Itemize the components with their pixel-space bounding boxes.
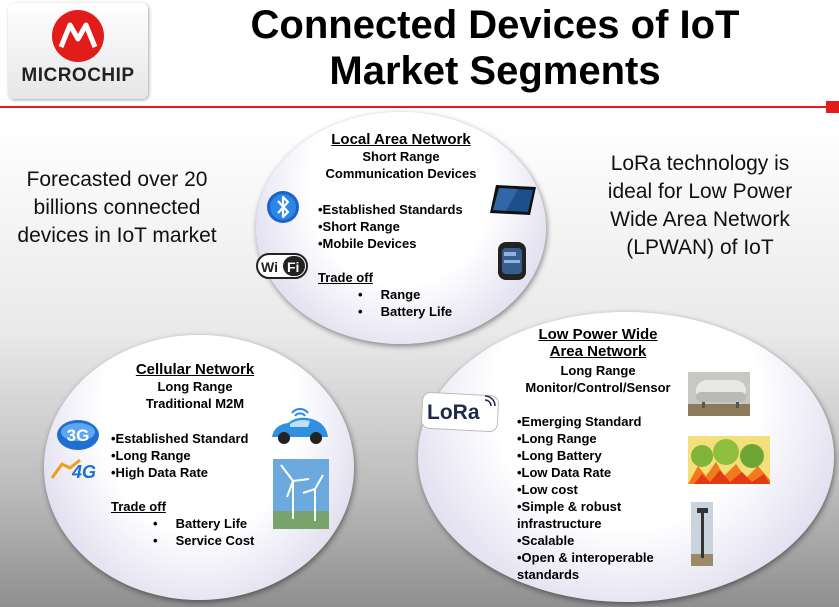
lpwan-sub2: Monitor/Control/Sensor [525,380,671,395]
forecast-line-1: Forecasted over 20 [26,168,208,191]
list-item: •Mobile Devices [318,236,417,251]
list-item: standards [517,567,580,582]
list-item: • Battery Life [358,304,453,319]
title-line-1: Connected Devices of IoT [250,3,740,47]
list-item: •Low cost [517,482,578,497]
lan-tradeoff-label: Trade off [318,270,373,285]
list-item: •Emerging Standard [517,414,642,429]
list-item: •High Data Rate [111,465,209,480]
wifi-icon: Wi Fi [256,253,308,279]
4g-label: 4G [71,462,96,482]
lpwan-header: Low Power Wide Area Network [508,326,688,360]
cellular-tradeoff: Trade off • Battery Life • Service Cost [111,498,281,549]
microchip-logo-icon [52,10,104,62]
cellular-sub2: Traditional M2M [145,396,245,411]
3g-label: 3G [67,426,90,445]
cellular-sub1: Long Range [157,379,233,394]
lan-sub2: Communication Devices [325,166,477,181]
lora-line-3: Wide Area Network [610,208,790,231]
list-item: •Established Standards [318,202,463,217]
wind-turbine-image [273,459,329,529]
forest-fire-image [688,436,770,484]
page-title: Connected Devices of IoT Market Segments [160,2,830,94]
lan-header: Local Area Network Short Range Communica… [296,131,506,182]
list-item: • Battery Life [153,516,248,531]
list-item: •Low Data Rate [517,465,612,480]
forecast-text: Forecasted over 20 billions connected de… [4,166,230,250]
lora-logo: LoRa [421,391,499,433]
lan-sub1: Short Range [362,149,440,164]
forecast-line-2: billions connected [33,196,201,219]
lora-logo-text: LoRa [427,401,480,424]
list-item: •Long Battery [517,448,602,463]
cellular-tradeoff-label: Trade off [111,499,166,514]
forecast-line-3: devices in IoT market [17,224,217,247]
list-item: • Service Cost [153,533,255,548]
lan-circle [256,112,546,344]
connected-car-image [272,408,328,444]
3g-icon: 3G [57,420,99,450]
list-item: •Long Range [111,448,191,463]
list-item: •Short Range [318,219,400,234]
cellular-header: Cellular Network Long Range Traditional … [100,361,290,412]
lpwan-heading-2: Area Network [549,343,647,360]
cellular-heading: Cellular Network [135,361,255,378]
list-item: •Open & interoperable [517,550,654,565]
tablet-image [490,185,536,215]
list-item: •Established Standard [111,431,249,446]
list-item: infrastructure [517,516,602,531]
lora-line-2: ideal for Low Power [607,180,793,203]
svg-text:Wi: Wi [261,259,278,275]
lora-line-1: LoRa technology is [610,152,790,175]
list-item: •Scalable [517,533,575,548]
title-divider [0,106,826,108]
svg-text:Fi: Fi [287,259,299,275]
lan-heading: Local Area Network [331,131,471,148]
divider-end-square [826,101,839,113]
4g-icon: 4G [50,458,96,482]
smartwatch-image [498,242,526,280]
lora-statement: LoRa technology is ideal for Low Power W… [586,150,814,262]
list-item: •Long Range [517,431,597,446]
list-item: •Simple & robust [517,499,622,514]
storage-tank-image [688,372,750,416]
lpwan-bullets: •Emerging Standard •Long Range •Long Bat… [517,413,687,583]
lora-line-4: (LPWAN) of IoT [626,236,774,259]
list-item: • Range [358,287,421,302]
title-line-2: Market Segments [329,49,661,93]
sensor-pole-image [691,502,713,566]
lpwan-sub1: Long Range [560,363,636,378]
lan-bullets: •Established Standards •Short Range •Mob… [318,201,498,252]
lpwan-heading-1: Low Power Wide [538,326,658,343]
bluetooth-icon [267,191,299,223]
microchip-logo: MICROCHIP [8,3,148,99]
lpwan-subheader: Long Range Monitor/Control/Sensor [508,362,688,396]
logo-text: MICROCHIP [21,65,135,86]
lan-tradeoff: Trade off • Range • Battery Life [318,269,498,320]
cellular-bullets: •Established Standard •Long Range •High … [111,430,281,481]
